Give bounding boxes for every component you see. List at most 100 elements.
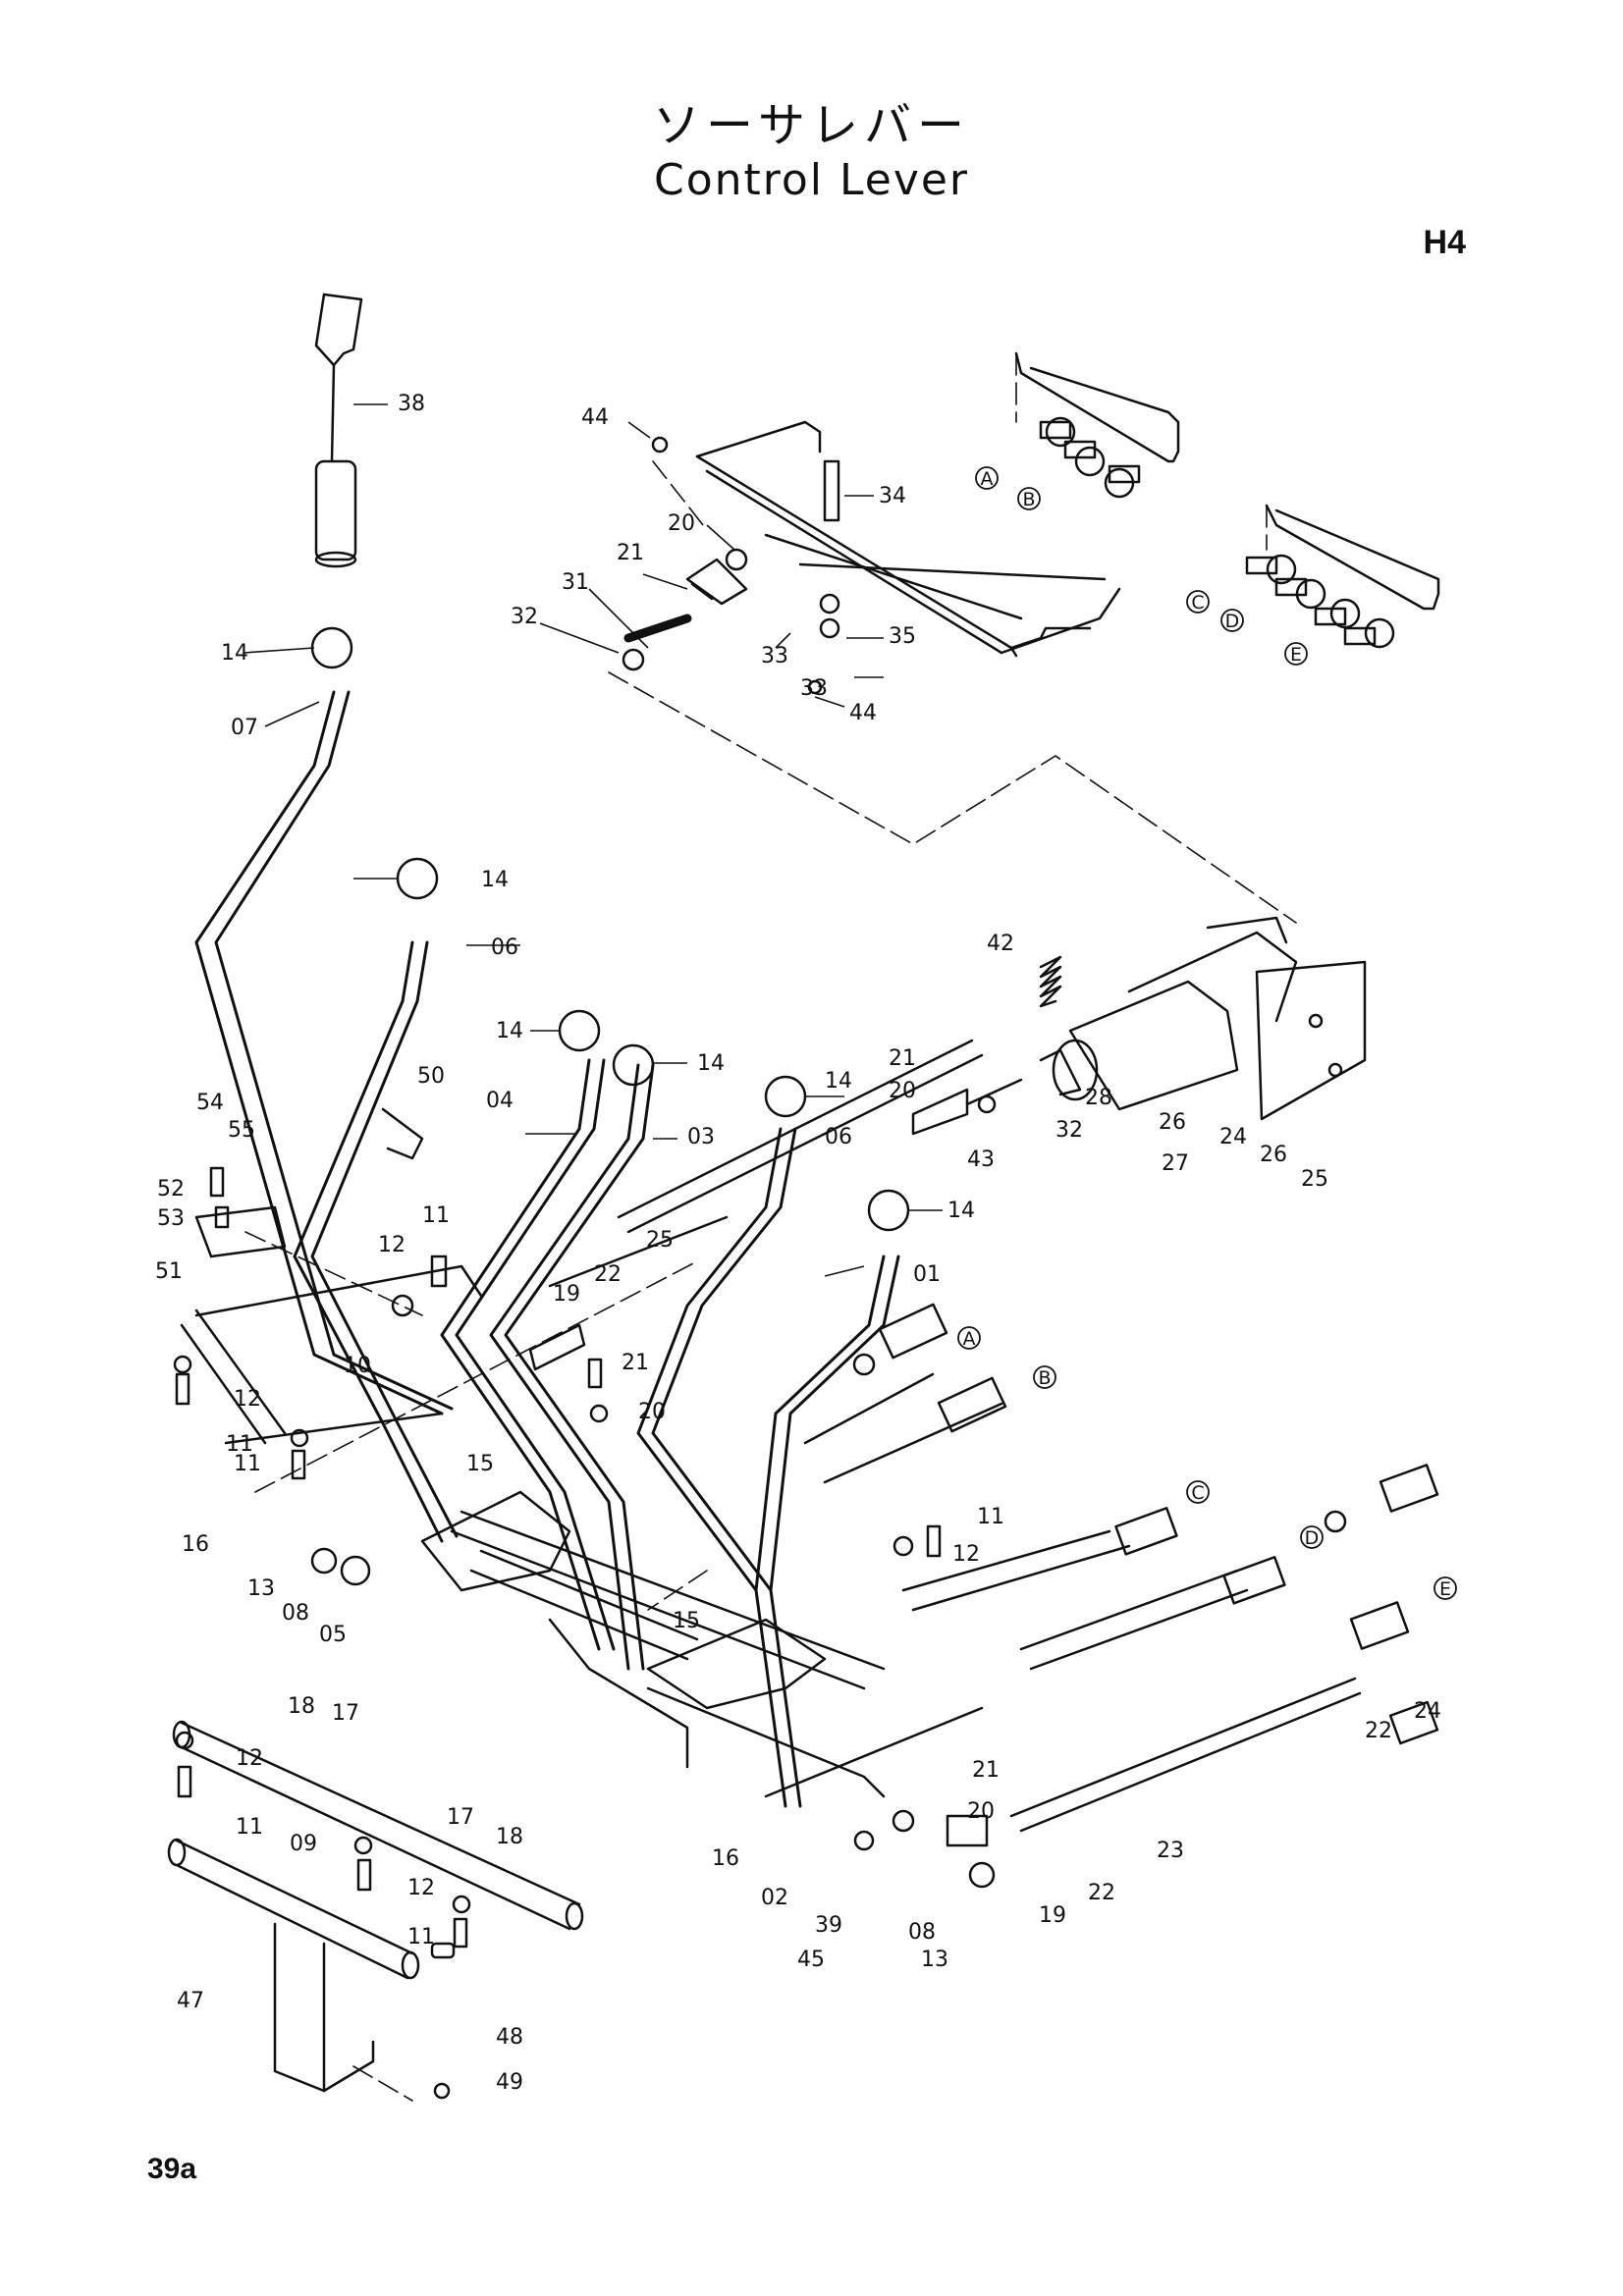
marker-b: B [1017, 487, 1041, 510]
label-38: 38 [398, 392, 425, 416]
label-47: 47 [177, 1989, 204, 2013]
svg-text:A: A [963, 1328, 976, 1350]
label-20-b: 20 [638, 1400, 666, 1424]
label-19-b: 19 [1039, 1903, 1066, 1928]
label-48: 48 [496, 2025, 523, 2050]
label-30: 28 [1085, 1086, 1112, 1110]
label-15-a: 15 [466, 1452, 494, 1476]
label-08-a: 08 [282, 1601, 309, 1626]
title-japanese: ソーサレバー [652, 98, 971, 153]
marker-a: A [975, 466, 999, 490]
label-11-f: 11 [407, 1925, 435, 1949]
label-09: 09 [290, 1832, 317, 1856]
label-14-b: 14 [481, 868, 509, 892]
label-22-c: 22 [1088, 1881, 1115, 1905]
label-11-c: 11 [234, 1452, 261, 1476]
page-number: 39a [147, 2153, 197, 2185]
label-17-a: 17 [332, 1701, 359, 1726]
part-38-handle-drawing [314, 293, 363, 568]
label-28-a: 26 [1159, 1110, 1186, 1135]
label-15-b: 15 [673, 1609, 700, 1633]
part-labels: 38 44 34 20 21 31 32 35 33 33 44 14 07 1… [155, 392, 1441, 2095]
label-05: 05 [319, 1623, 347, 1647]
label-02: 02 [761, 1886, 788, 1910]
label-34: 33 [800, 676, 828, 701]
label-18-b: 18 [496, 1825, 523, 1849]
label-10: 10 [344, 1354, 371, 1378]
label-25: 25 [646, 1228, 674, 1253]
label-06-b: 06 [825, 1125, 852, 1149]
title-english: Control Lever [653, 155, 970, 205]
label-14-e: 14 [825, 1069, 852, 1094]
label-12-e: 12 [407, 1876, 435, 1900]
label-16-a: 16 [182, 1532, 209, 1557]
label-08-b: 08 [908, 1920, 936, 1945]
label-32-mid: 32 [1055, 1118, 1083, 1143]
label-12-a: 12 [378, 1233, 406, 1257]
label-14-c: 14 [496, 1019, 523, 1043]
connector-panel-cde-drawing [1245, 504, 1440, 649]
label-24: 24 [1414, 1699, 1441, 1724]
label-20-c: 20 [967, 1799, 995, 1824]
marker-a-lower: A [957, 1326, 981, 1350]
label-18-a: 18 [288, 1694, 315, 1719]
section-code: H4 [1423, 224, 1466, 261]
label-31: 31 [562, 570, 589, 595]
svg-text:B: B [1038, 1367, 1051, 1389]
marker-d-lower: D [1300, 1525, 1324, 1549]
label-13-b: 13 [921, 1948, 948, 1972]
levers-drawing [194, 690, 900, 1808]
svg-text:E: E [1290, 644, 1302, 666]
label-14-a: 14 [221, 641, 248, 666]
marker-b-lower: B [1033, 1365, 1056, 1389]
label-27: 25 [1301, 1167, 1328, 1192]
label-11-b: 11 [226, 1432, 253, 1457]
label-51: 51 [155, 1259, 183, 1284]
label-11-a: 11 [422, 1203, 450, 1228]
label-19-a: 19 [553, 1282, 580, 1307]
label-21-b: 21 [622, 1351, 649, 1375]
label-36: 35 [889, 624, 916, 649]
marker-c-lower: C [1186, 1480, 1210, 1504]
label-13-a: 13 [247, 1576, 275, 1601]
svg-text:E: E [1439, 1578, 1451, 1600]
part-34-frame-drawing [695, 420, 1121, 658]
connection-markers: A B C D E A B C D E [957, 466, 1457, 1600]
label-28-b: 26 [1260, 1143, 1287, 1167]
label-17-b: 17 [447, 1805, 474, 1830]
svg-text:D: D [1225, 611, 1240, 632]
label-26: 24 [1219, 1125, 1247, 1149]
label-44-top: 44 [581, 405, 609, 430]
label-29: 27 [1162, 1151, 1189, 1176]
label-14-f: 14 [947, 1199, 975, 1223]
label-21-top: 21 [617, 541, 644, 565]
label-16-b: 16 [712, 1846, 739, 1871]
label-39: 39 [815, 1913, 842, 1938]
label-14-d: 14 [697, 1051, 725, 1076]
svg-text:B: B [1022, 489, 1035, 510]
label-12-b: 12 [234, 1387, 261, 1412]
label-12-c: 12 [952, 1542, 980, 1567]
label-43: 43 [967, 1148, 995, 1172]
label-07: 07 [231, 716, 258, 740]
label-06-a: 06 [491, 935, 518, 960]
svg-text:D: D [1305, 1527, 1320, 1549]
label-04: 04 [486, 1089, 514, 1113]
label-33: 33 [761, 644, 788, 668]
label-20-top: 20 [668, 511, 695, 536]
marker-d: D [1220, 609, 1244, 632]
label-22-b: 22 [1365, 1719, 1392, 1743]
label-32-top: 32 [511, 605, 538, 629]
label-53: 53 [157, 1206, 185, 1231]
label-01: 01 [913, 1262, 941, 1287]
label-45: 45 [797, 1948, 825, 1972]
part-30-actuator-drawing [1039, 916, 1367, 1121]
label-21-mid: 21 [889, 1046, 916, 1071]
label-49: 49 [496, 2070, 523, 2095]
label-52: 52 [157, 1177, 185, 1201]
label-22-a: 22 [594, 1262, 622, 1287]
label-12-d: 12 [236, 1746, 263, 1771]
label-20-mid: 20 [889, 1079, 916, 1103]
label-11-d: 11 [977, 1505, 1004, 1529]
